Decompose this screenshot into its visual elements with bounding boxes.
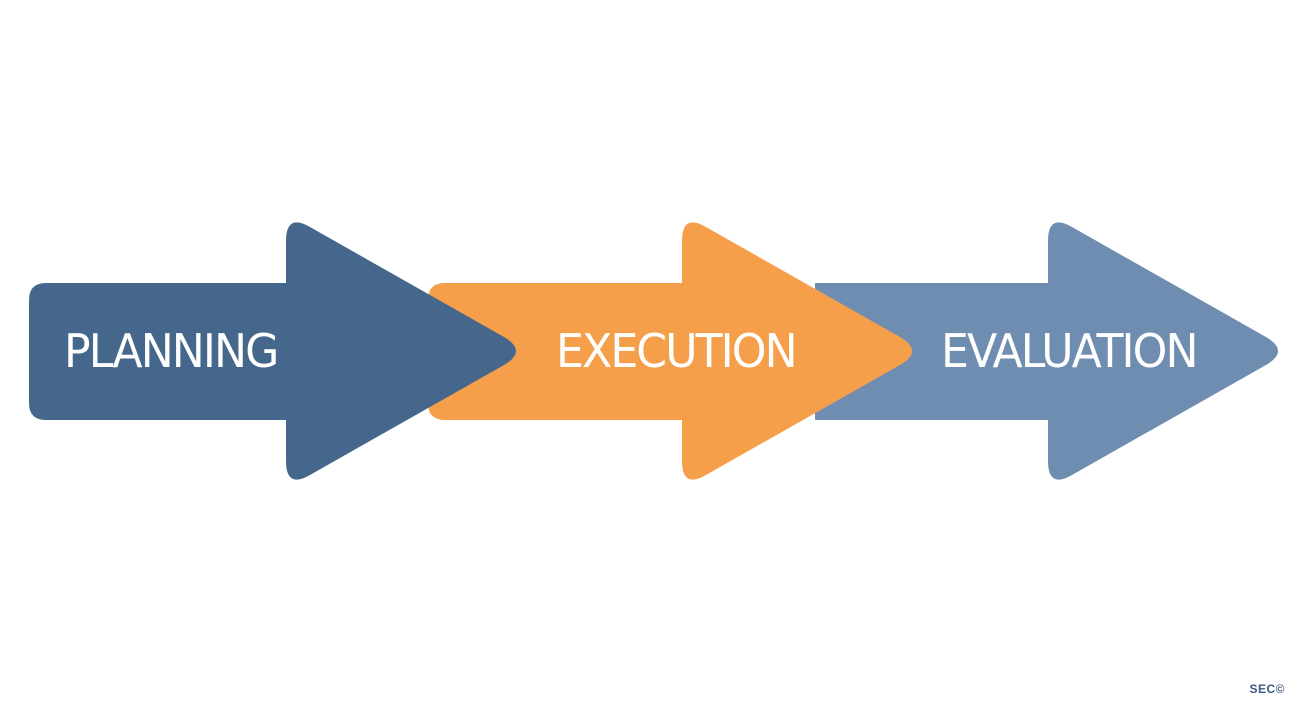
step-label-evaluation: EVALUATION xyxy=(941,324,1199,378)
arrow-evaluation xyxy=(815,222,1278,480)
step-label-execution: EXECUTION xyxy=(556,324,798,378)
arrow-execution xyxy=(428,222,912,480)
step-label-planning: PLANNING xyxy=(64,324,279,378)
brand-watermark: SEC© xyxy=(1249,682,1285,696)
arrow-planning xyxy=(29,222,516,480)
